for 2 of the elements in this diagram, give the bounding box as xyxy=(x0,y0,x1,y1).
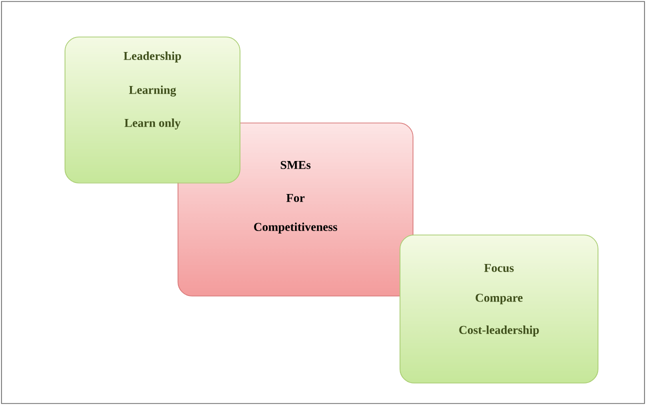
rounded-box: Leadership Learning Learn only xyxy=(64,36,240,184)
rounded-box: Focus Compare Cost-leadership xyxy=(400,234,598,384)
